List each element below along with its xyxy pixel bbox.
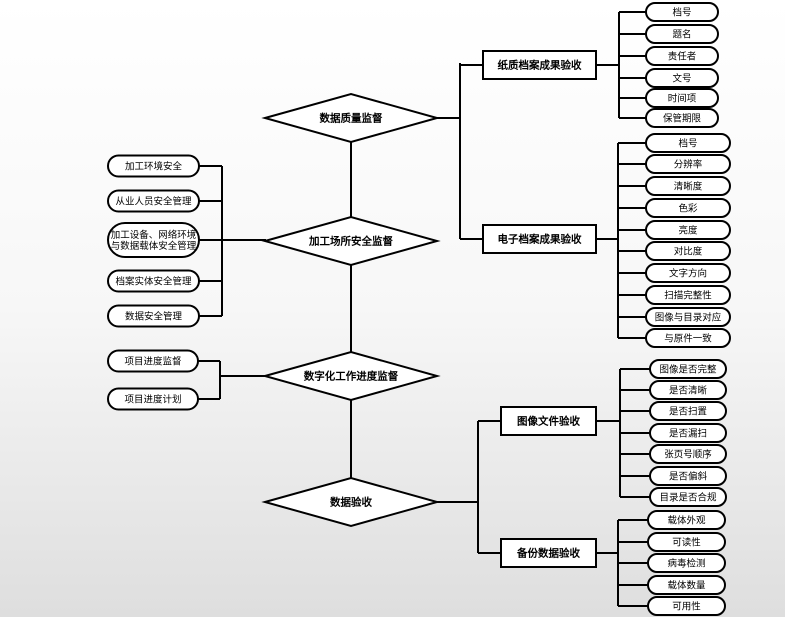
decision-diamond-label: 数字化工作进度监督 [303, 370, 399, 383]
pill-node [645, 220, 731, 240]
decision-diamond-label: 数据验收 [329, 496, 372, 509]
pill-node-label: 是否扫置 [669, 406, 707, 418]
pill-node [107, 222, 200, 258]
pill-node-label: 加工环境安全 [125, 161, 183, 173]
pill-node [645, 198, 731, 218]
pill-node-label: 文号 [672, 73, 691, 85]
pill-node-label: 时间项 [668, 93, 697, 105]
pill-node-label: 与原件一致 [664, 333, 712, 345]
pill-node-label: 加工设备、网络环境与数据载体安全管理 [111, 229, 197, 252]
pill-node [645, 2, 719, 22]
decision-diamond-label: 加工场所安全监督 [308, 235, 393, 248]
pill-node-label: 项目进度计划 [124, 394, 181, 406]
pill-node [649, 359, 727, 379]
pill-node [107, 269, 200, 293]
pill-node [645, 154, 731, 174]
pill-node [647, 553, 726, 573]
pill-node [107, 154, 200, 178]
pill-node [649, 487, 727, 507]
pill-node [645, 328, 731, 348]
process-box-label: 电子档案成果验收 [498, 233, 582, 246]
pill-node [649, 444, 727, 464]
process-box [500, 538, 597, 568]
pill-node-label: 扫描完整性 [664, 290, 712, 302]
process-box-label: 纸质档案成果验收 [498, 59, 582, 72]
process-box-label: 备份数据验收 [516, 547, 580, 560]
pill-node [649, 401, 727, 421]
pill-node [645, 108, 719, 128]
pill-node [649, 380, 727, 400]
pill-node-label: 是否清晰 [669, 385, 708, 397]
process-box [482, 224, 597, 254]
pill-node-label: 责任者 [668, 51, 697, 63]
process-box [500, 406, 597, 436]
pill-node [107, 189, 200, 213]
decision-diamond [261, 92, 441, 144]
pill-node-label: 是否漏扫 [669, 428, 707, 440]
pill-node [645, 88, 719, 108]
pill-node-label: 从业人员安全管理 [115, 196, 192, 208]
pill-node-label: 图像与目录对应 [655, 312, 722, 324]
pill-node-label: 张页号顺序 [664, 449, 712, 461]
pill-node [647, 510, 726, 530]
pill-node-label: 目录是否合规 [659, 492, 717, 504]
pill-node [107, 304, 200, 328]
pill-node-label: 分辨率 [674, 159, 703, 171]
pill-node-label: 载体外观 [667, 515, 706, 527]
pill-node [645, 68, 719, 88]
pill-node [107, 387, 199, 411]
process-box-label: 图像文件验收 [517, 415, 580, 428]
pill-node-label: 载体数量 [667, 580, 706, 592]
pill-node-label: 保管期限 [663, 113, 702, 125]
pill-node [645, 307, 731, 327]
pill-node-label: 图像是否完整 [659, 364, 717, 376]
pill-node-label: 色彩 [678, 203, 698, 215]
pill-node [645, 285, 731, 305]
pill-node [107, 349, 199, 373]
decision-diamond [261, 215, 441, 267]
pill-node [645, 241, 731, 261]
pill-node-label: 数据安全管理 [125, 311, 183, 323]
decision-diamond [261, 350, 441, 402]
pill-node-label: 档号 [678, 138, 697, 150]
pill-node-label: 对比度 [674, 246, 703, 258]
pill-node-label: 文字方向 [669, 268, 707, 280]
pill-node [647, 575, 726, 595]
pill-node-label: 可用性 [672, 601, 701, 613]
pill-node-label: 可读性 [672, 537, 701, 549]
pill-node-label: 清晰度 [674, 181, 703, 193]
decision-diamond-label: 数据质量监督 [319, 112, 383, 125]
pill-node-label: 病毒检测 [667, 558, 705, 570]
pill-node [647, 532, 726, 552]
process-box [482, 50, 597, 80]
pill-node-label: 档号 [672, 7, 691, 19]
pill-node-label: 项目进度监督 [124, 356, 181, 368]
decision-diamond [261, 476, 441, 528]
pill-node [645, 24, 719, 44]
pill-node-label: 题名 [672, 29, 691, 41]
pill-node-label: 亮度 [678, 225, 698, 237]
pill-node [647, 596, 726, 616]
pill-node [645, 176, 731, 196]
pill-node [649, 423, 727, 443]
pill-node-label: 档案实体安全管理 [115, 276, 192, 288]
pill-node [645, 46, 719, 66]
pill-node [649, 466, 727, 486]
pill-node [645, 133, 731, 153]
pill-node-label: 是否偏斜 [669, 471, 708, 483]
pill-node [645, 263, 731, 283]
